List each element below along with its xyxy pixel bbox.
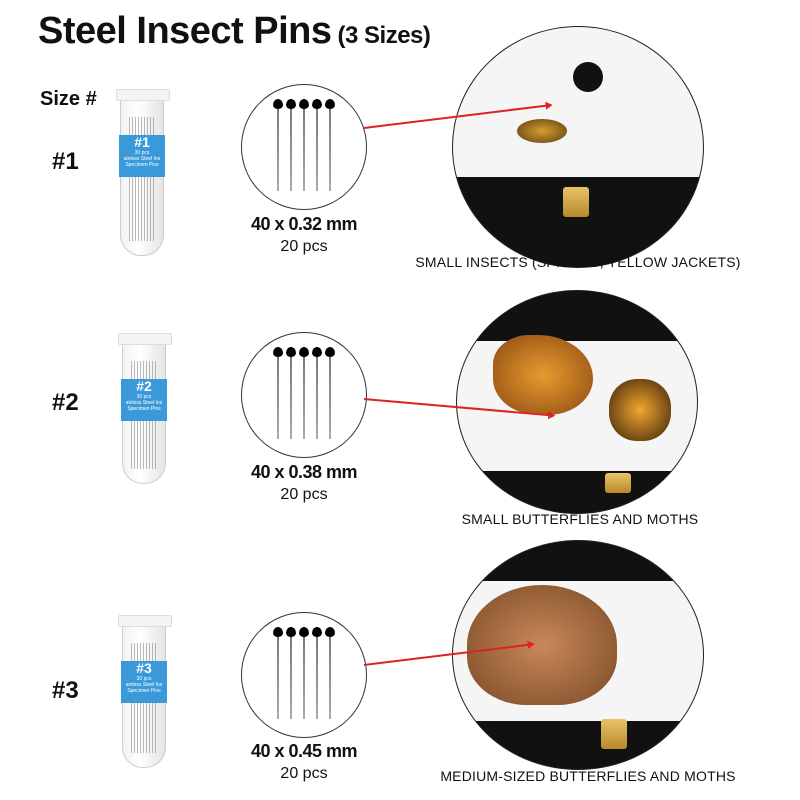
insect-photo-butterflies xyxy=(456,290,698,514)
use-caption: MEDIUM-SIZED BUTTERFLIES AND MOTHS xyxy=(440,768,736,784)
spider-icon xyxy=(573,62,603,92)
pin-dimension: 40 x 0.32 mm xyxy=(250,214,358,234)
bee-icon xyxy=(517,119,567,143)
pin-dimension: 40 x 0.45 mm xyxy=(250,741,358,761)
butterfly-icon xyxy=(467,585,617,705)
pin-closeup xyxy=(241,612,367,738)
pin-count: 20 pcs xyxy=(280,486,328,503)
use-caption: SMALL INSECTS (SPIDERS, YELLOW JACKETS) xyxy=(415,254,741,270)
title-main: Steel Insect Pins xyxy=(38,10,332,52)
size-number: #3 xyxy=(52,677,79,704)
insect-photo-large-butterfly xyxy=(452,540,704,770)
use-caption: SMALL BUTTERFLIES AND MOTHS xyxy=(461,511,699,527)
pin-closeup xyxy=(241,84,367,210)
pin-dimension: 40 x 0.38 mm xyxy=(250,462,358,482)
pin-closeup xyxy=(241,332,367,458)
title-sub: (3 Sizes) xyxy=(337,22,431,49)
size-header: Size # xyxy=(40,88,97,110)
pin-count: 20 pcs xyxy=(280,238,328,255)
page-title: Steel Insect Pins(3 Sizes) xyxy=(38,10,431,53)
insect-photo-spider-bee xyxy=(452,26,704,268)
butterfly-icon xyxy=(609,379,671,441)
butterfly-icon xyxy=(493,335,593,415)
pin-count: 20 pcs xyxy=(280,765,328,782)
size-number: #2 xyxy=(52,389,79,416)
size-number: #1 xyxy=(52,148,79,175)
